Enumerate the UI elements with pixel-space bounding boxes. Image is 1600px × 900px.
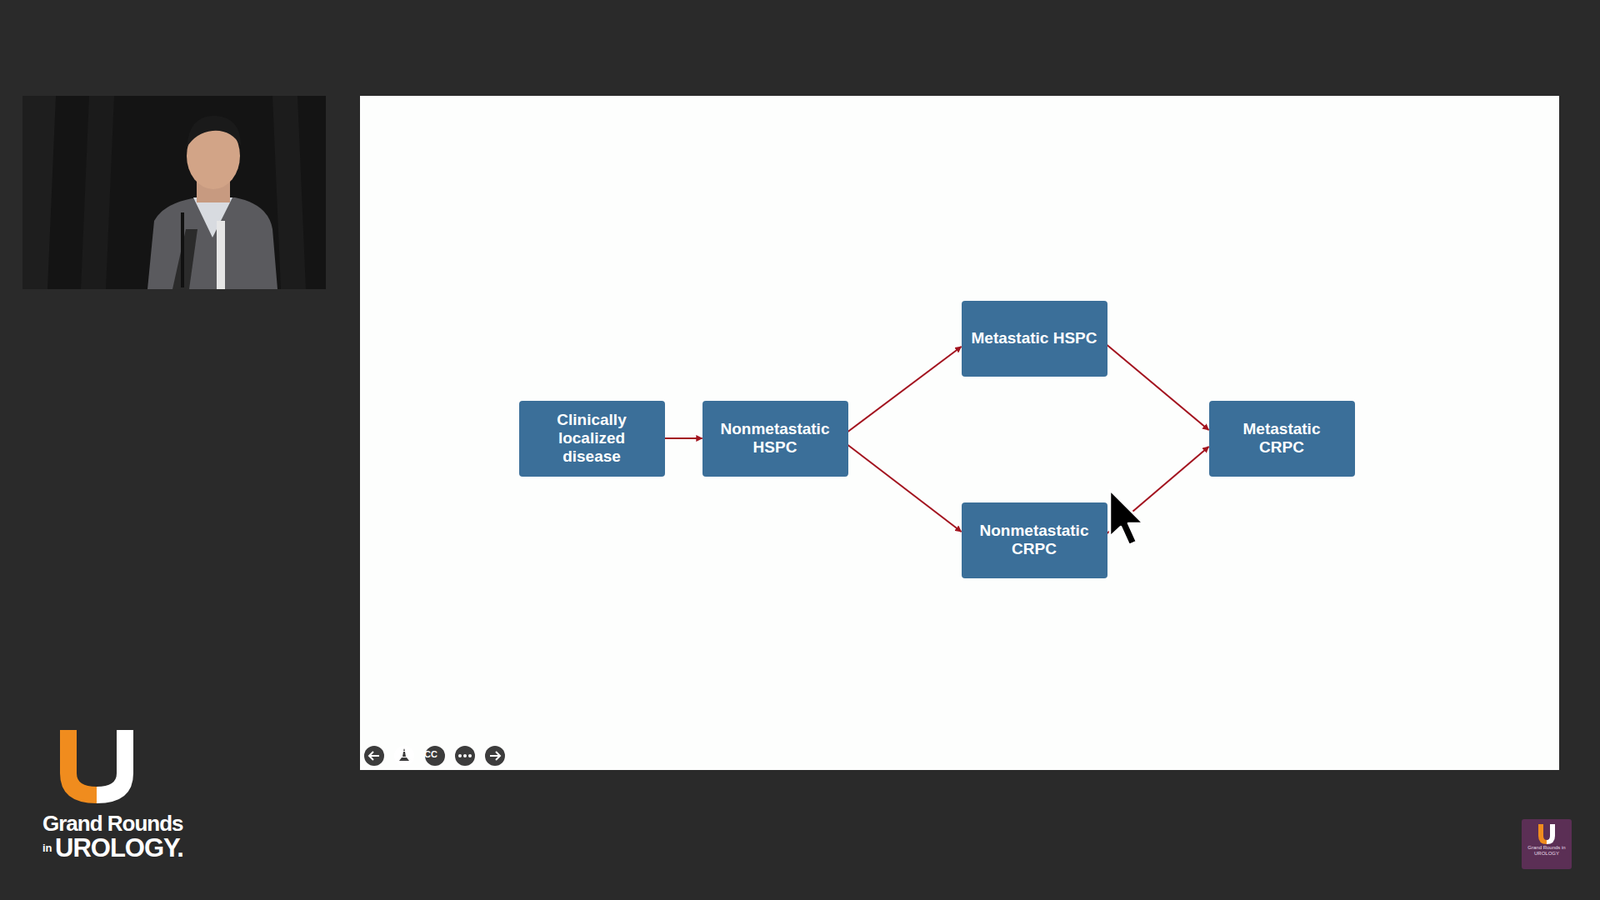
process-box: Metastatic CRPC (1209, 400, 1355, 477)
mouse-cursor (1108, 488, 1149, 547)
speaker-video (22, 95, 326, 290)
box-label: Clinically localized disease (545, 410, 639, 466)
box-label: Nonmetastatic HSPC (712, 420, 839, 457)
corner-logo-text: Grand Rounds in UROLOGY (1525, 845, 1569, 856)
box-label: Metastatic CRPC (1219, 420, 1345, 457)
logo-mark (55, 728, 139, 805)
process-box: Nonmetastatic HSPC (702, 400, 849, 477)
caption-button: CC (424, 749, 438, 760)
box-label: Metastatic HSPC (971, 329, 1098, 348)
process-box: Metastatic HSPC (961, 300, 1108, 377)
brand-name: Grand Rounds (42, 810, 184, 837)
box-label: Nonmetastatic CRPC (971, 521, 1098, 559)
flow-arrow (665, 437, 703, 440)
process-box: Clinically localized disease (519, 400, 665, 477)
brand-name: in (42, 841, 53, 855)
process-box: Nonmetastatic CRPC (961, 502, 1108, 579)
brand-name: UROLOGY. (55, 833, 184, 864)
corner-logo (1521, 819, 1572, 870)
flow-arrow (848, 346, 962, 432)
player-controls (363, 743, 514, 769)
flow-arrow (1107, 345, 1210, 430)
flow-arrow (848, 445, 962, 532)
